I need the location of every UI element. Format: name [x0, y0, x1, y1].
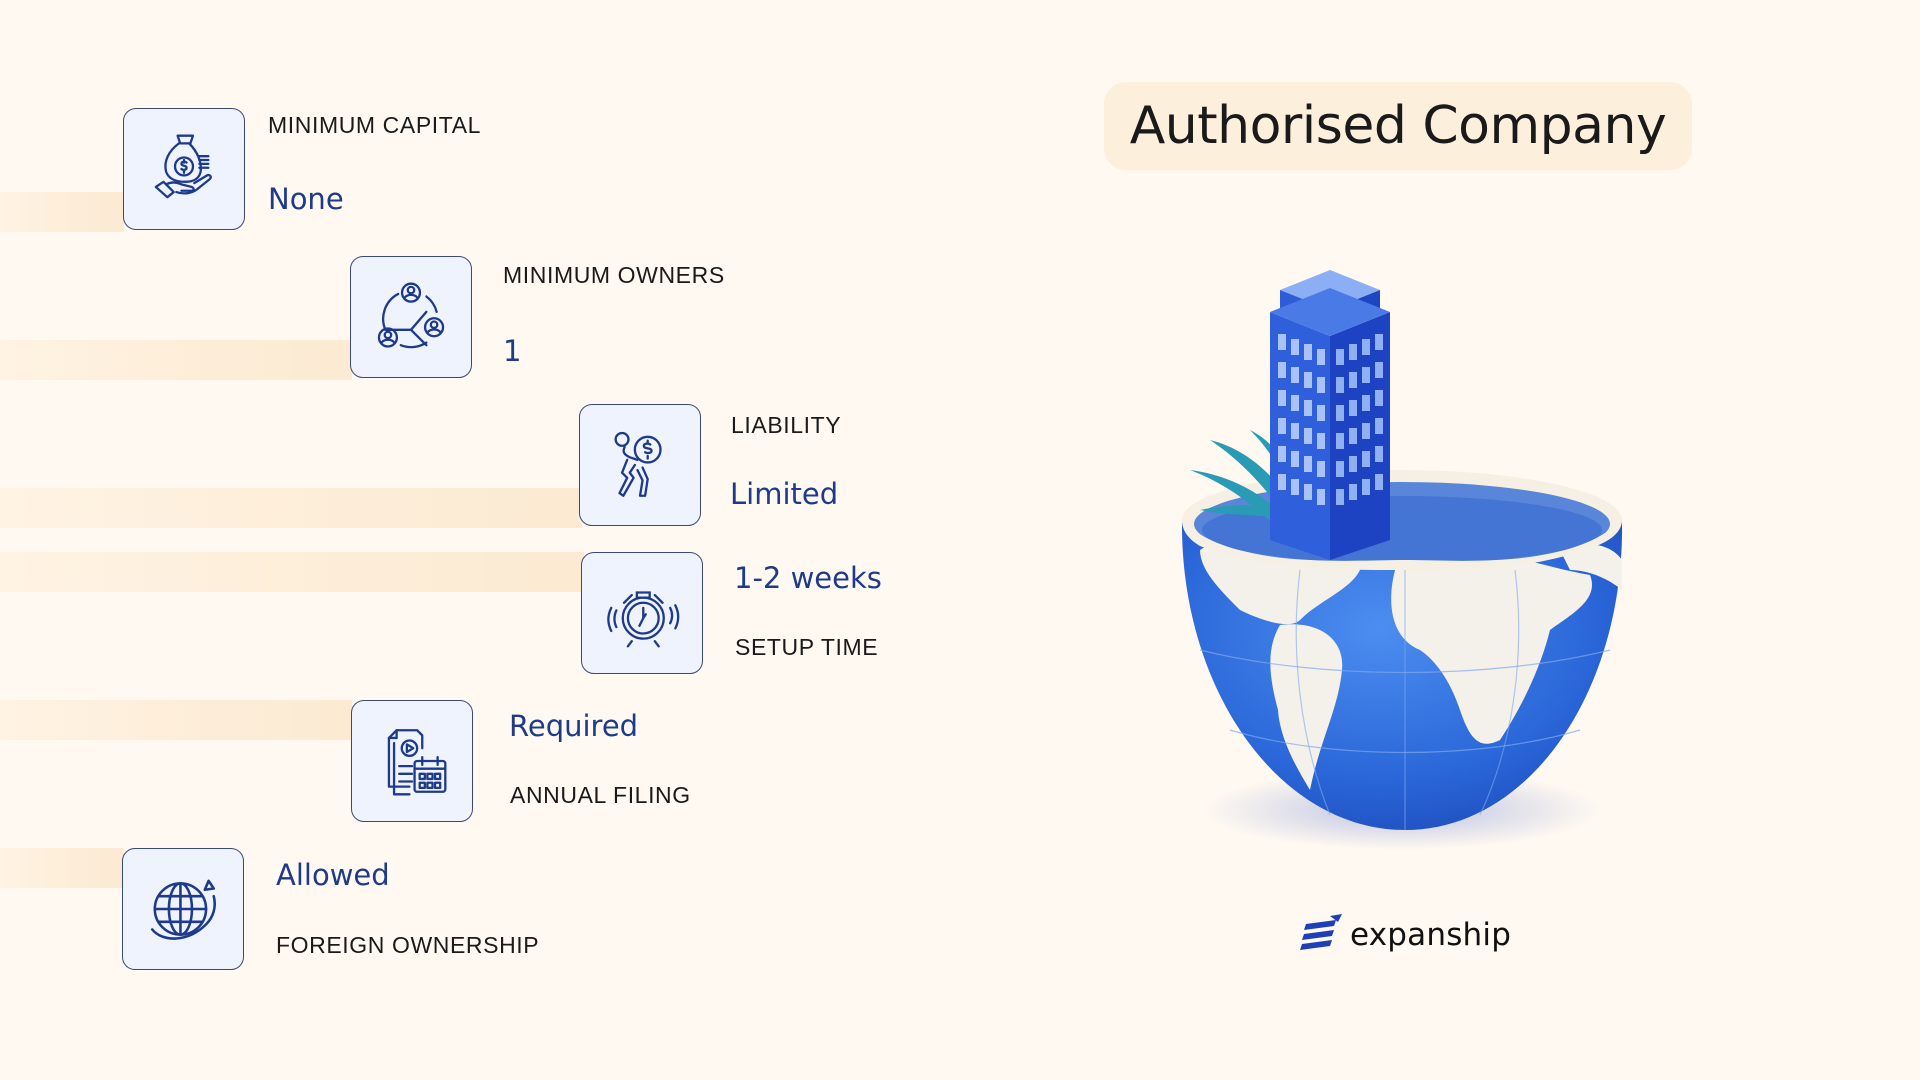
- feature-value: Limited: [730, 477, 839, 511]
- page-title-pill: Authorised Company: [1104, 82, 1692, 170]
- document-calendar-icon: [387, 729, 447, 796]
- feature-label: LIABILITY: [731, 412, 842, 438]
- feature-value: None: [268, 182, 344, 216]
- annual-filing-icon-box: [351, 700, 473, 822]
- feature-value: 1: [503, 334, 522, 368]
- minimum-capital-icon-box: [123, 108, 245, 230]
- minimum-owners-icon-box: [350, 256, 472, 378]
- brand-name: expanship: [1350, 917, 1512, 953]
- person-carrying-coin-icon: [614, 431, 662, 497]
- brand-logo: expanship: [1300, 912, 1511, 958]
- money-bag-hand-icon: [154, 134, 212, 199]
- globe-arrow-icon: [150, 879, 216, 940]
- decorative-stripe: [0, 552, 584, 592]
- page-title: Authorised Company: [1129, 96, 1667, 156]
- globe-building-illustration: [1181, 270, 1623, 850]
- feature-label: FOREIGN OWNERSHIP: [276, 932, 540, 958]
- feature-label: MINIMUM CAPITAL: [268, 112, 482, 138]
- feature-label: ANNUAL FILING: [510, 782, 691, 808]
- decorative-stripe: [0, 488, 582, 528]
- decorative-stripe: [0, 848, 124, 888]
- decorative-stripe: [0, 340, 352, 380]
- feature-value: Required: [509, 709, 639, 743]
- owners-network-icon: [377, 282, 445, 349]
- alarm-clock-icon: [607, 591, 680, 648]
- feature-value: 1-2 weeks: [734, 561, 882, 595]
- feature-label: MINIMUM OWNERS: [503, 262, 725, 288]
- expanship-logo-icon: [1300, 914, 1342, 950]
- liability-icon-box: [579, 404, 701, 526]
- feature-value: Allowed: [276, 858, 390, 892]
- foreign-ownership-icon-box: [122, 848, 244, 970]
- feature-label: SETUP TIME: [735, 634, 879, 660]
- decorative-stripe: [0, 192, 124, 232]
- setup-time-icon-box: [581, 552, 703, 674]
- decorative-stripe: [0, 700, 352, 740]
